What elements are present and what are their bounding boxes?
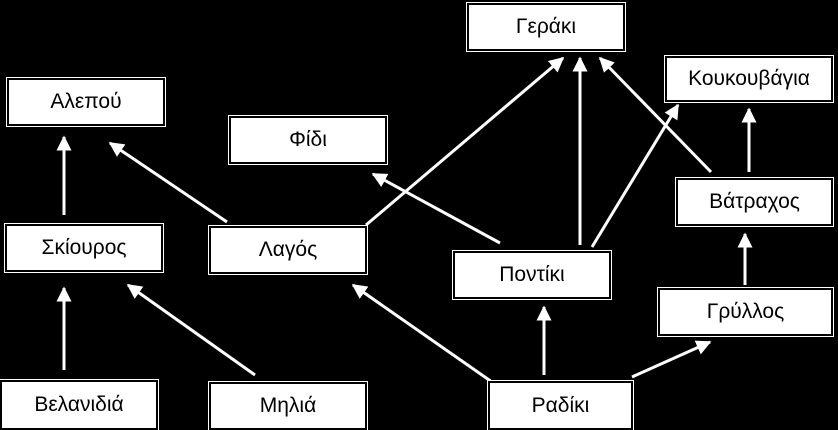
node-velanidia: Βελανιδιά	[0, 379, 159, 430]
node-lagos: Λαγός	[208, 225, 368, 275]
node-skiouros: Σκίουρος	[4, 223, 164, 273]
arrow-pontiki-to-fidi	[371, 172, 501, 245]
node-fidi: Φίδι	[228, 115, 388, 165]
arrow-radiki-to-gryllos	[631, 340, 712, 379]
node-alepou: Αλεπού	[6, 77, 166, 127]
node-pontiki: Ποντίκι	[452, 250, 612, 300]
node-koukouvagia: Κουκουβάγια	[664, 55, 834, 103]
arrow-milia-to-skiouros	[126, 283, 256, 377]
node-vatrachos: Βάτραχος	[675, 177, 834, 227]
arrow-lagos-to-alepou	[108, 141, 228, 224]
arrow-radiki-to-lagos	[351, 283, 493, 384]
arrow-pontiki-to-koukouvagia	[590, 103, 680, 248]
arrow-lagos-to-geraki	[365, 56, 565, 227]
node-radiki: Ραδίκι	[487, 380, 634, 430]
node-gryllos: Γρύλλος	[657, 287, 834, 337]
node-milia: Μηλιά	[208, 381, 368, 430]
arrow-vatrachos-to-geraki	[598, 56, 713, 174]
node-geraki: Γεράκι	[466, 2, 626, 52]
